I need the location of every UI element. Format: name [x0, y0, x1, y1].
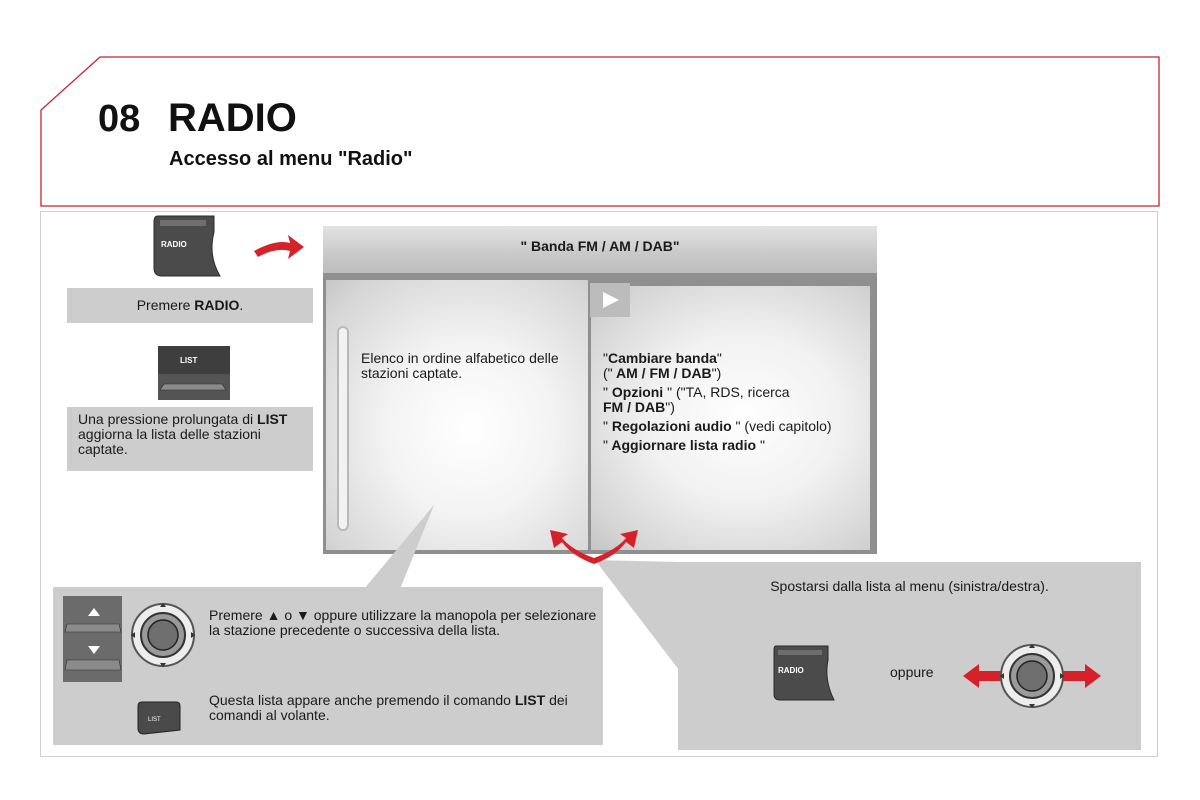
screen-header-label: " Banda FM / AM / DAB"	[520, 238, 680, 254]
chapter-title: RADIO	[168, 96, 297, 140]
menu-item-update-list: " Aggiornare lista radio "	[603, 437, 765, 453]
chapter-subtitle: Accesso al menu "Radio"	[169, 148, 413, 170]
menu-pane	[591, 286, 870, 550]
radio-caption-box	[67, 288, 313, 323]
bottom-right-panel	[678, 562, 1141, 750]
down-arrow-icon: ▼	[296, 607, 310, 623]
down-arrow-button-icon	[64, 646, 122, 671]
up-arrow-icon: ▲	[266, 607, 281, 623]
menu-options: "Cambiare banda"(" AM / FM / DAB") " Opz…	[603, 351, 871, 453]
station-list-pane	[326, 280, 588, 550]
screen-header	[323, 226, 877, 273]
steering-list-button-icon: LIST	[137, 701, 181, 735]
svg-text:LIST: LIST	[180, 356, 197, 365]
chapter-number: 08	[98, 98, 141, 140]
switch-pane-instruction: Spostarsi dalla lista al menu (sinistra/…	[770, 578, 1049, 594]
scrollbar	[337, 326, 349, 531]
up-arrow-button-icon	[64, 608, 122, 633]
content-frame	[40, 211, 1158, 757]
menu-item-options: " Opzioni " ("TA, RDS, ricerca FM / DAB"…	[603, 384, 790, 415]
radio-button-icon: RADIO	[153, 215, 221, 277]
svg-text:RADIO: RADIO	[161, 240, 187, 249]
callout-pointer-right	[595, 560, 679, 670]
svg-text:RADIO: RADIO	[778, 666, 804, 675]
navigation-instruction: Premere ▲ o ▼ oppure utilizzare la manop…	[209, 607, 597, 638]
radio-button-icon-small: RADIO	[773, 645, 835, 701]
svg-text:LIST: LIST	[148, 717, 161, 723]
knob-left-right-icon	[963, 644, 1101, 708]
station-list-description: Elenco in ordine alfabetico delle stazio…	[361, 350, 559, 381]
red-arrow-right-icon	[254, 235, 304, 259]
list-button-icon: LIST	[158, 346, 230, 400]
rotary-knob-icon	[131, 603, 195, 667]
menu-item-audio-settings: " Regolazioni audio " (vedi capitolo)	[603, 418, 832, 434]
radio-caption: Premere RADIO.	[136, 297, 244, 313]
or-label: oppure	[890, 664, 934, 680]
list-caption: Una pressione prolungata di LIST aggiorn…	[78, 411, 288, 457]
play-icon	[603, 292, 619, 308]
steering-wheel-instruction: Questa lista appare anche premendo il co…	[209, 692, 568, 723]
left-right-curved-arrows-icon	[550, 530, 638, 564]
callout-pointer-left	[364, 505, 434, 589]
menu-item-change-band: "Cambiare banda"(" AM / FM / DAB")	[603, 350, 722, 381]
header-frame	[40, 56, 1160, 207]
list-caption-box	[67, 407, 313, 471]
